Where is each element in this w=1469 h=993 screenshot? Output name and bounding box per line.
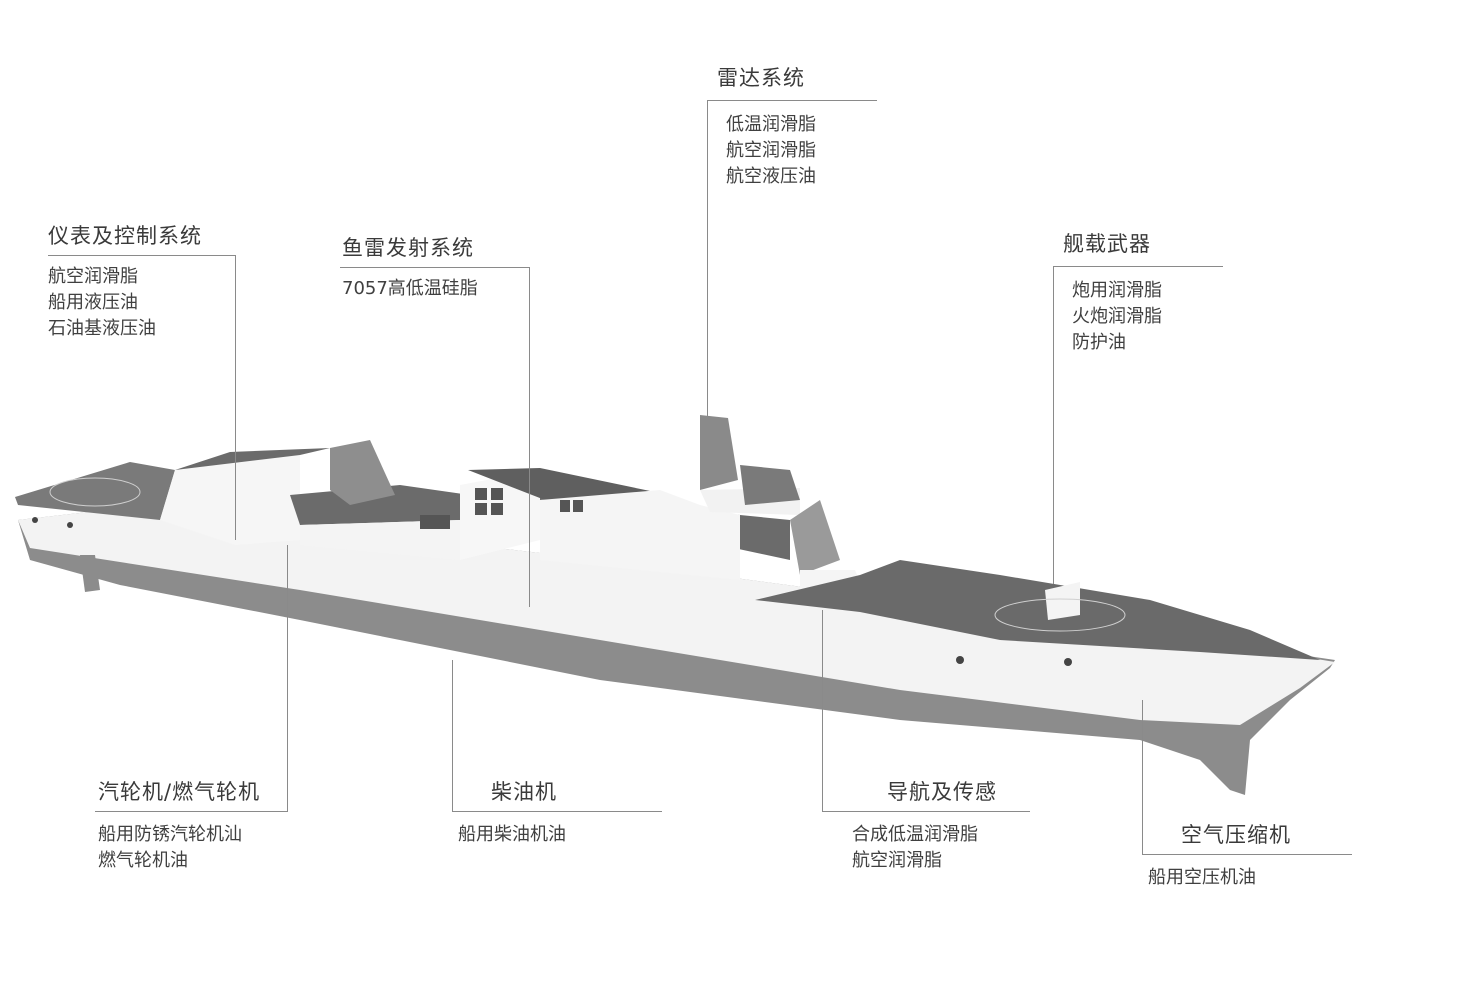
- leader-torpedo-v: [529, 267, 530, 607]
- leader-navigation-h: [822, 811, 1030, 812]
- callout-title: 仪表及控制系统: [48, 224, 202, 248]
- callout-items: 合成低温润滑脂 航空润滑脂: [852, 822, 997, 874]
- leader-instrument-v: [235, 255, 236, 540]
- leader-compressor-h: [1142, 854, 1352, 855]
- callout-item: 航空润滑脂: [726, 140, 816, 161]
- callout-weapons: 舰载武器 炮用润滑脂 火炮润滑脂 防护油: [1063, 230, 1162, 356]
- leader-turbine-h: [95, 811, 288, 812]
- forward-structure: [790, 500, 840, 575]
- leader-turbine-v: [287, 545, 288, 812]
- leader-compressor-v: [1142, 700, 1143, 855]
- leader-navigation-v: [822, 610, 823, 812]
- leader-radar-v: [707, 100, 708, 430]
- callout-title: 汽轮机/燃气轮机: [98, 780, 261, 804]
- callout-diesel: 柴油机 船用柴油机油: [458, 778, 566, 848]
- callout-item: 航空润滑脂: [852, 850, 942, 871]
- callout-item: 航空液压油: [726, 166, 816, 187]
- callout-title: 鱼雷发射系统: [342, 236, 474, 260]
- callout-items: 船用防锈汽轮机汕 燃气轮机油: [98, 822, 260, 874]
- superstructure-aft: [300, 520, 460, 560]
- leader-weapons-v: [1053, 266, 1054, 584]
- leader-diesel-h: [452, 811, 662, 812]
- callout-title: 柴油机: [491, 780, 557, 804]
- foredeck: [755, 560, 1320, 660]
- callout-item: 合成低温润滑脂: [852, 824, 978, 845]
- upper-hull: [18, 505, 1335, 725]
- callout-compressor: 空气压缩机 船用空压机油: [1148, 821, 1291, 891]
- leader-radar-h: [707, 100, 877, 101]
- callout-navigation: 导航及传感 合成低温润滑脂 航空润滑脂: [852, 778, 997, 874]
- callout-item: 燃气轮机油: [98, 850, 188, 871]
- callout-title: 雷达系统: [717, 66, 805, 90]
- callout-item: 低温润滑脂: [726, 114, 816, 135]
- callout-title: 舰载武器: [1063, 232, 1151, 256]
- callout-items: 船用空压机油: [1148, 865, 1291, 891]
- callout-turbine: 汽轮机/燃气轮机 船用防锈汽轮机汕 燃气轮机油: [98, 778, 260, 874]
- callout-item: 船用柴油机油: [458, 824, 566, 845]
- callout-title: 空气压缩机: [1181, 823, 1291, 847]
- superstructure-mid: [540, 490, 740, 580]
- main-gun: [1045, 582, 1080, 620]
- callout-item: 船用空压机油: [1148, 867, 1256, 888]
- callout-items: 船用柴油机油: [458, 822, 566, 848]
- callout-item: 炮用润滑脂: [1072, 280, 1162, 301]
- leader-diesel-v: [452, 660, 453, 812]
- callout-item: 7057高低温硅脂: [342, 278, 478, 299]
- callout-item: 石油基液压油: [48, 318, 156, 339]
- callout-item: 火炮润滑脂: [1072, 306, 1162, 327]
- aft-funnel: [330, 440, 395, 505]
- callout-items: 7057高低温硅脂: [342, 276, 478, 302]
- leader-torpedo-h: [340, 267, 530, 268]
- main-mast: [700, 415, 738, 490]
- callout-item: 防护油: [1072, 332, 1126, 353]
- callout-items: 航空润滑脂 船用液压油 石油基液压油: [48, 264, 202, 342]
- callout-items: 炮用润滑脂 火炮润滑脂 防护油: [1072, 278, 1162, 356]
- callout-item: 航空润滑脂: [48, 266, 138, 287]
- callout-items: 低温润滑脂 航空润滑脂 航空液压油: [726, 112, 816, 190]
- callout-item: 船用防锈汽轮机汕: [98, 824, 242, 845]
- callout-torpedo: 鱼雷发射系统 7057高低温硅脂: [342, 234, 478, 302]
- callout-radar: 雷达系统 低温润滑脂 航空润滑脂 航空液压油: [717, 64, 816, 190]
- callout-item: 船用液压油: [48, 292, 138, 313]
- callout-title: 导航及传感: [887, 780, 997, 804]
- callout-instrument: 仪表及控制系统 航空润滑脂 船用液压油 石油基液压油: [48, 222, 202, 342]
- helipad-deck: [15, 462, 175, 520]
- hangar-block: [160, 455, 300, 545]
- leader-instrument-h: [48, 255, 236, 256]
- leader-weapons-h: [1053, 266, 1223, 267]
